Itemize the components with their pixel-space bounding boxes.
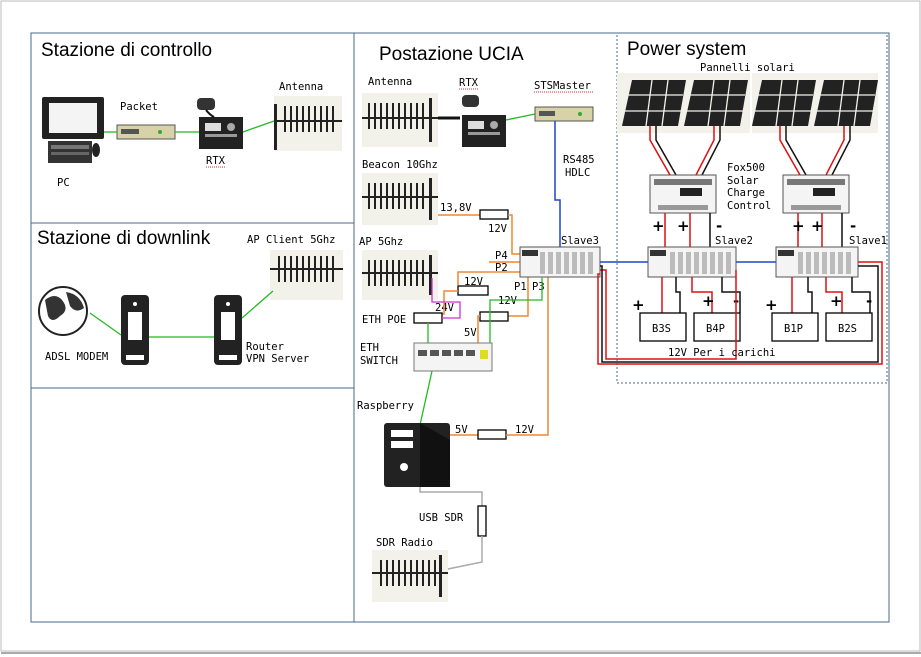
stsmaster-label: STSMaster xyxy=(534,80,591,92)
section-title-control: Stazione di controllo xyxy=(41,40,212,61)
slave3-label: Slave3 xyxy=(561,235,599,247)
ap5-antenna-icon[interactable] xyxy=(362,250,438,300)
minus-sign: - xyxy=(850,217,856,235)
plus-sign: + xyxy=(792,217,805,235)
battery-b4p-label: B4P xyxy=(706,323,725,335)
eth-switch-icon[interactable] xyxy=(413,342,493,372)
plus-sign: + xyxy=(830,292,843,310)
plus-sign: + xyxy=(702,292,715,310)
switch-12v-label: 12V xyxy=(498,295,518,307)
globe-icon[interactable] xyxy=(38,286,88,336)
battery-b3s[interactable] xyxy=(639,312,687,342)
rtx-label-ucia: RTX xyxy=(459,77,479,89)
slave1-label: Slave1 xyxy=(849,235,887,247)
loads-label: 12V Per i carichi xyxy=(668,347,775,359)
panels-label: Pannelli solari xyxy=(700,62,795,74)
plus-sign: + xyxy=(765,296,778,314)
antenna-label-control: Antenna xyxy=(279,81,323,93)
plus-sign: + xyxy=(677,217,690,235)
antenna-yagi-icon-control[interactable] xyxy=(274,96,342,151)
beacon-voltage-label: 13,8V xyxy=(440,202,472,214)
pc-label: PC xyxy=(57,177,70,189)
poe-24v-label: 24V xyxy=(435,302,455,314)
beacon-label: Beacon 10Ghz xyxy=(362,159,438,171)
ap5-label: AP 5Ghz xyxy=(359,236,403,248)
p1-label: P1 xyxy=(514,281,527,293)
slave1-board[interactable] xyxy=(775,246,859,278)
minus-sign: - xyxy=(716,217,722,235)
solar-panels-icon[interactable] xyxy=(617,73,878,133)
hdlc-label: HDLC xyxy=(565,167,590,179)
sdr-radio-label: SDR Radio xyxy=(376,537,433,549)
rpi-5v-label: 5V xyxy=(455,424,468,436)
poe-12v-label: 12V xyxy=(464,276,484,288)
section-title-downlink: Stazione di downlink xyxy=(37,228,211,249)
antenna-label-ucia: Antenna xyxy=(368,76,412,88)
router-label-2: VPN Server xyxy=(246,353,309,365)
battery-b4p[interactable] xyxy=(693,312,741,342)
eth-switch-label-2: SWITCH xyxy=(360,355,398,367)
fox500-label-1: Fox500 xyxy=(727,162,765,174)
beacon-12v-label: 12V xyxy=(488,223,508,235)
battery-b2s-label: B2S xyxy=(838,323,857,335)
adsl-modem-icon[interactable] xyxy=(121,295,149,365)
p2-label: P2 xyxy=(495,262,508,274)
section-frames xyxy=(30,32,890,623)
antenna-yagi-icon-ucia[interactable] xyxy=(362,93,438,147)
raspberry-computer-icon[interactable] xyxy=(384,423,450,487)
rtx-radio-icon[interactable] xyxy=(197,98,243,149)
battery-b1p[interactable] xyxy=(771,312,819,342)
raspberry-label: Raspberry xyxy=(357,400,414,412)
fox500-label-3: Charge xyxy=(727,187,765,199)
rtx-radio-icon-ucia[interactable] xyxy=(462,95,506,147)
p3-label: P3 xyxy=(532,281,545,293)
charge-controller-2[interactable] xyxy=(782,174,850,214)
rpi-regulator xyxy=(477,429,507,440)
slave2-label: Slave2 xyxy=(715,235,753,247)
section-title-power: Power system xyxy=(627,39,746,60)
usb-sdr-label: USB SDR xyxy=(419,512,464,524)
rs485-label: RS485 xyxy=(563,154,595,166)
pc-icon[interactable] xyxy=(42,97,104,163)
stsmaster-icon[interactable] xyxy=(534,106,594,122)
charge-controller-1[interactable] xyxy=(649,174,717,214)
fox500-label-2: Solar xyxy=(727,175,759,187)
plus-sign: + xyxy=(652,217,665,235)
plus-sign: + xyxy=(632,296,645,314)
switch-5v-label: 5V xyxy=(464,327,477,339)
sdr-antenna-icon[interactable] xyxy=(372,550,448,602)
beacon-antenna-icon[interactable] xyxy=(362,173,438,225)
adsl-modem-label: ADSL MODEM xyxy=(45,351,108,363)
ap-client-label: AP Client 5Ghz xyxy=(247,234,336,246)
rpi-12v-label: 12V xyxy=(515,424,535,436)
section-title-ucia: Postazione UCIA xyxy=(379,44,524,65)
router-icon[interactable] xyxy=(214,295,242,365)
beacon-regulator xyxy=(479,209,509,220)
fox500-label-4: Control xyxy=(727,200,771,212)
rtx-label-control: RTX xyxy=(206,155,226,167)
switch-regulator xyxy=(479,311,509,322)
minus-sign: - xyxy=(866,292,872,310)
eth-poe-injector[interactable] xyxy=(413,312,443,324)
packet-label: Packet xyxy=(120,101,158,113)
eth-switch-label-1: ETH xyxy=(360,342,379,354)
battery-b1p-label: B1P xyxy=(784,323,803,335)
battery-b2s[interactable] xyxy=(825,312,873,342)
usb-sdr-dongle[interactable] xyxy=(477,505,487,537)
slave3-board[interactable] xyxy=(519,246,601,278)
slave2-board[interactable] xyxy=(647,246,737,278)
battery-b3s-label: B3S xyxy=(652,323,671,335)
packet-modem-icon[interactable] xyxy=(116,124,176,140)
plus-sign: + xyxy=(811,217,824,235)
ap-client-antenna-icon[interactable] xyxy=(270,250,343,300)
eth-poe-label: ETH POE xyxy=(362,314,406,326)
router-label-1: Router xyxy=(246,341,284,353)
p4-label: P4 xyxy=(495,250,508,262)
